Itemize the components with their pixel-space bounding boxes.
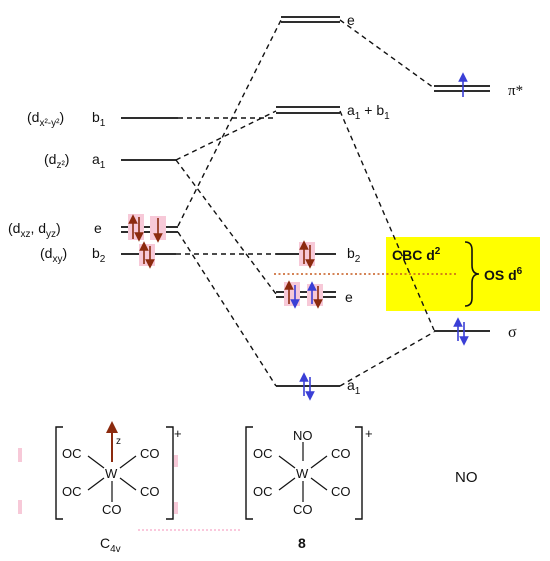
z-axis-label: z bbox=[116, 436, 121, 447]
label-e-center: e bbox=[345, 289, 353, 305]
ligand-co-1: CO bbox=[140, 446, 160, 461]
ligand-oc-3: OC bbox=[253, 446, 273, 461]
label-dxy: (dxy) bbox=[40, 245, 67, 265]
label-pi-star: π* bbox=[508, 83, 523, 99]
ligand-oc-2: OC bbox=[62, 484, 82, 499]
os-label: OS d6 bbox=[484, 266, 523, 283]
correlation-lines bbox=[175, 19, 435, 387]
bracket-middle bbox=[245, 426, 363, 520]
bonds-left bbox=[87, 455, 137, 502]
electrons bbox=[128, 72, 469, 401]
caption-no: NO bbox=[455, 469, 478, 486]
caption-8: 8 bbox=[298, 535, 306, 551]
brace bbox=[464, 241, 480, 307]
cbc-label: CBC d2 bbox=[392, 246, 441, 263]
ligand-co-bottom: CO bbox=[102, 502, 122, 517]
ligand-oc-4: OC bbox=[253, 484, 273, 499]
label-b2-center: b2 bbox=[347, 245, 361, 265]
left-labels: (dx²-y²) b1 (dz²) a1 (dxz, dyz) e (dxy) … bbox=[8, 109, 106, 265]
label-b2-left: b2 bbox=[92, 245, 106, 265]
label-a1-left: a1 bbox=[92, 151, 106, 171]
ligand-oc-1: OC bbox=[62, 446, 82, 461]
label-e-top: e bbox=[347, 12, 355, 28]
center-labels: e a1 + b1 b2 e a1 bbox=[345, 12, 390, 397]
charge-left: + bbox=[174, 426, 182, 441]
molecule-middle: NO W OC CO OC CO CO + 8 bbox=[245, 426, 373, 551]
ligand-no-top: NO bbox=[293, 428, 313, 443]
right-labels: π* σ bbox=[508, 83, 523, 341]
ligand-co-4: CO bbox=[331, 484, 351, 499]
label-e-left: e bbox=[94, 220, 102, 236]
right-levels bbox=[434, 85, 490, 332]
annotation-box bbox=[386, 237, 540, 311]
metal-w-left: W bbox=[105, 466, 118, 481]
ligand-co-bottom-2: CO bbox=[293, 502, 313, 517]
metal-w-middle: W bbox=[296, 466, 309, 481]
label-a1b1: a1 + b1 bbox=[347, 102, 390, 122]
center-levels bbox=[276, 16, 340, 387]
ligand-co-3: CO bbox=[331, 446, 351, 461]
pink-marks bbox=[18, 448, 178, 514]
ligand-co-2: CO bbox=[140, 484, 160, 499]
bonds-middle bbox=[278, 442, 328, 502]
label-dz2: (dz²) bbox=[44, 151, 69, 171]
label-b1-left: b1 bbox=[92, 109, 106, 129]
molecule-left: z W OC CO OC CO CO + C4v bbox=[18, 421, 242, 555]
label-a1-center: a1 bbox=[347, 377, 361, 397]
label-dxz-dyz: (dxz, dyz) bbox=[8, 220, 61, 240]
label-sigma: σ bbox=[508, 324, 517, 341]
caption-c4v: C4v bbox=[100, 535, 121, 555]
bracket-left bbox=[55, 426, 174, 520]
charge-middle: + bbox=[365, 426, 373, 441]
label-dx2y2: (dx²-y²) bbox=[27, 109, 64, 129]
